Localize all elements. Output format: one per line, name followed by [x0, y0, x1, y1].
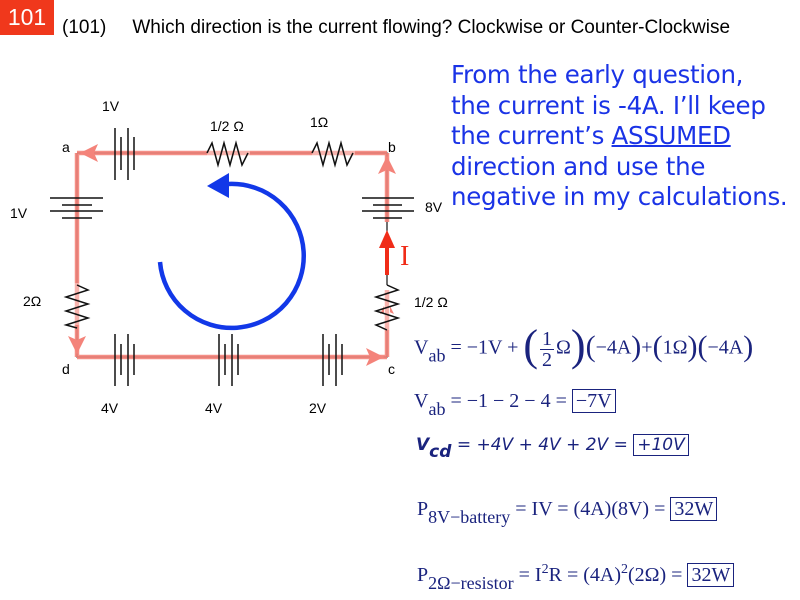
resistor-top-half-ohm — [206, 140, 249, 168]
arrowhead-down-at-d — [68, 336, 86, 354]
equation-power-battery: P8V−battery = IV = (4A)(8V) = 32W — [417, 497, 718, 528]
loop-direction-arrow-icon — [157, 173, 306, 331]
battery-right-8v — [362, 197, 414, 219]
label-right-battery: 8V — [425, 199, 443, 215]
arrowhead-left-at-a — [80, 144, 98, 162]
resistor-right-half-ohm — [373, 284, 401, 331]
battery-bottom-2v — [322, 334, 343, 386]
slide-number-badge: 101 — [0, 0, 54, 35]
vab-result-box: −7V — [571, 389, 616, 413]
note-line-4: direction and use the — [451, 151, 706, 181]
question-body: Which direction is the current flowing? … — [132, 17, 731, 38]
question-text: (101) Which direction is the current flow… — [62, 16, 800, 40]
battery-bottom-4v-1 — [114, 334, 135, 386]
label-right-resistor: 1/2 Ω — [414, 294, 448, 310]
node-c: c — [388, 361, 395, 377]
explanation-note: From the early question, the current is … — [451, 60, 800, 213]
vcd-result-box: +10V — [633, 434, 689, 456]
resistor-power-result-box: 32W — [687, 563, 735, 587]
question-number: (101) — [62, 17, 107, 38]
label-left-battery: 1V — [10, 205, 28, 221]
label-top-resistor-one: 1Ω — [310, 114, 328, 130]
current-arrow-icon — [379, 230, 395, 275]
equation-vab-result: Vab = −1 − 2 − 4 = −7V — [414, 389, 616, 420]
assumed-underlined: ASSUMED — [611, 121, 731, 150]
path-arrowheads — [68, 144, 396, 366]
resistor-top-one-ohm — [311, 140, 354, 168]
arrowhead-up-at-b — [378, 156, 396, 174]
battery-power-result-box: 32W — [670, 497, 718, 521]
battery-bottom-4v-2 — [218, 334, 239, 386]
note-line-3-text: the current’s — [451, 121, 612, 150]
note-line-1: From the early question, — [451, 60, 744, 89]
label-left-resistor: 2Ω — [23, 293, 41, 309]
battery-left-1v — [50, 197, 103, 219]
current-label: I — [400, 241, 409, 272]
battery-top-1v — [114, 128, 135, 180]
equation-vcd: Vcd = +4V + 4V + 2V = +10V — [416, 434, 689, 462]
node-a: a — [62, 139, 70, 155]
label-top-resistor-half: 1/2 Ω — [210, 118, 244, 134]
arrowhead-right-at-c — [366, 348, 384, 366]
label-top-battery: 1V — [102, 98, 120, 114]
equation-power-resistor: P2Ω−resistor = I2R = (4A)2(2Ω) = 32W — [417, 562, 735, 594]
node-b: b — [388, 139, 396, 155]
note-line-2: the current is -4A. I’ll keep — [451, 90, 766, 120]
node-d: d — [62, 361, 70, 377]
note-line-5: negative in my calculations. — [451, 182, 788, 211]
resistor-left-2-ohm — [63, 284, 91, 329]
note-line-3: the current’s ASSUMED — [451, 121, 800, 152]
label-bottom-battery-1: 4V — [101, 400, 119, 416]
label-bottom-battery-2: 4V — [205, 400, 223, 416]
label-bottom-battery-3: 2V — [309, 400, 327, 416]
